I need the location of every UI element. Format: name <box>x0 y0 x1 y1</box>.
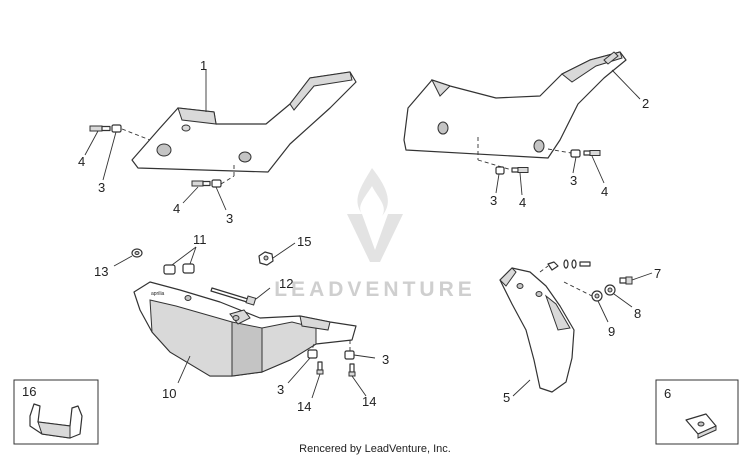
part-16-bracket[interactable] <box>29 403 83 439</box>
callout-4-right-lower: 4 <box>519 195 526 210</box>
part-3-bush-right-lower[interactable] <box>495 166 505 175</box>
callout-10: 10 <box>162 386 176 401</box>
part-14-screw-guard-right[interactable] <box>348 363 356 377</box>
callout-1: 1 <box>200 58 207 73</box>
part-3-bush-guard-left[interactable] <box>307 349 318 359</box>
footer-credit: Rencered by LeadVenture, Inc. <box>299 443 451 455</box>
callout-13: 13 <box>94 264 108 279</box>
part-4-screw-left-lower[interactable] <box>191 180 211 187</box>
svg-text:aprilia: aprilia <box>151 291 165 297</box>
part-11-bush-right[interactable] <box>182 263 195 274</box>
callout-14-left: 14 <box>297 399 311 414</box>
callout-5: 5 <box>503 390 510 405</box>
callout-9: 9 <box>608 324 615 339</box>
part-15-nut[interactable] <box>258 251 274 266</box>
part-3-bush-guard-right[interactable] <box>344 350 355 360</box>
callout-4-left-upper: 4 <box>78 154 85 169</box>
part-3-bush-left-upper[interactable] <box>111 124 122 133</box>
part-13-grommet[interactable] <box>131 248 143 258</box>
part-4-screw-right-upper[interactable] <box>583 150 601 156</box>
inset-box-6[interactable]: 6 <box>655 379 739 445</box>
v-logo-icon <box>347 214 403 262</box>
part-3-bush-right-upper[interactable] <box>570 149 581 158</box>
part-11-bush-left[interactable] <box>163 264 176 275</box>
part-1-left-side-cover[interactable] <box>131 71 357 173</box>
callout-3-guard-left: 3 <box>277 382 284 397</box>
part-3-bush-left-lower[interactable] <box>211 179 222 188</box>
part-5-mudguard[interactable] <box>499 267 575 393</box>
inset-label-16: 16 <box>22 384 36 399</box>
callout-2: 2 <box>642 96 649 111</box>
part-5-fastener-set[interactable] <box>547 259 591 271</box>
callout-3-guard-right: 3 <box>382 352 389 367</box>
part-10-engine-guard[interactable]: aprilia <box>133 281 357 377</box>
callout-15: 15 <box>297 234 311 249</box>
callout-3-left-lower: 3 <box>226 211 233 226</box>
callout-3-right-lower: 3 <box>490 193 497 208</box>
part-7-screw[interactable] <box>619 276 633 285</box>
part-8-washer[interactable] <box>604 284 616 296</box>
callout-3-left-upper: 3 <box>98 180 105 195</box>
callout-3-right-upper: 3 <box>570 173 577 188</box>
part-9-grommet[interactable] <box>591 290 603 302</box>
part-4-screw-right-lower[interactable] <box>511 167 529 173</box>
flame-logo-icon <box>357 168 388 216</box>
callout-11: 11 <box>193 232 207 247</box>
part-12-long-bolt[interactable] <box>210 287 257 306</box>
part-4-screw-left-upper[interactable] <box>89 125 111 132</box>
part-6-clip-nut[interactable] <box>685 413 717 439</box>
callout-8: 8 <box>634 306 641 321</box>
leadventure-watermark: LEADVENTURE <box>274 168 476 301</box>
callout-14-right: 14 <box>362 394 376 409</box>
callout-4-left-lower: 4 <box>173 201 180 216</box>
inset-box-16[interactable]: 16 <box>13 379 99 445</box>
part-2-right-side-cover[interactable] <box>403 51 627 159</box>
callout-4-right-upper: 4 <box>601 184 608 199</box>
callout-12: 12 <box>279 276 293 291</box>
callout-7: 7 <box>654 266 661 281</box>
part-14-screw-guard-left[interactable] <box>316 361 324 375</box>
watermark-text: LEADVENTURE <box>274 278 476 301</box>
inset-label-6: 6 <box>664 386 671 401</box>
